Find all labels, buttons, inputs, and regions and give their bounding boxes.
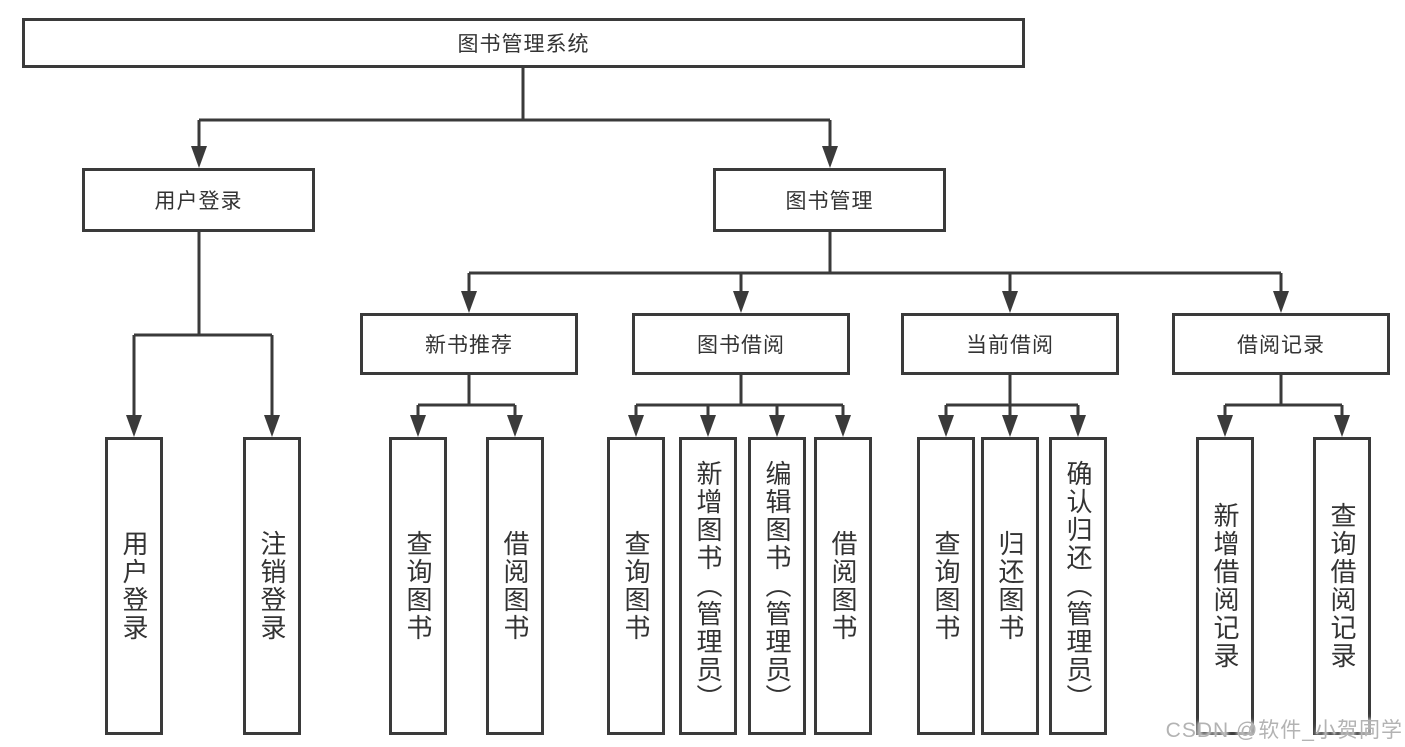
arrowhead-down-icon (410, 415, 426, 437)
arrowhead-down-icon (1217, 415, 1233, 437)
arrowhead-down-icon (1334, 415, 1350, 437)
arrowhead-down-icon (733, 291, 749, 313)
arrowhead-down-icon (1070, 415, 1086, 437)
connector-user-login-branch (132, 232, 274, 415)
watermark: CSDN @软件_小贺同学 (1165, 719, 1403, 742)
box-leaf-borrow-books-borrowing: 借阅图书 (814, 437, 872, 735)
connector-new-book-branch (416, 375, 517, 415)
box-book-borrowing: 图书借阅 (632, 313, 850, 375)
connector-root-to-level2 (197, 68, 832, 146)
box-leaf-add-books-admin: 新增图书（管理员） (679, 437, 737, 735)
connector-borrowing-records-branch (1223, 375, 1344, 415)
connector-book-management-branch (467, 232, 1283, 291)
box-leaf-user-login: 用户登录 (105, 437, 163, 735)
arrowhead-down-icon (461, 291, 477, 313)
arrowhead-down-icon (938, 415, 954, 437)
arrowhead-down-icon (628, 415, 644, 437)
arrowhead-down-icon (700, 415, 716, 437)
box-leaf-query-borrow-record: 查询借阅记录 (1313, 437, 1371, 735)
arrowhead-down-icon (264, 415, 280, 437)
box-leaf-edit-books-admin: 编辑图书（管理员） (748, 437, 806, 735)
box-leaf-query-books-current: 查询图书 (917, 437, 975, 735)
connector-book-borrowing-branch (634, 375, 845, 415)
box-leaf-query-books-recommend: 查询图书 (389, 437, 447, 735)
box-library-management-system: 图书管理系统 (22, 18, 1025, 68)
arrowhead-down-icon (835, 415, 851, 437)
box-new-book-recommend: 新书推荐 (360, 313, 578, 375)
arrowhead-down-icon (126, 415, 142, 437)
box-borrowing-records: 借阅记录 (1172, 313, 1390, 375)
connector-current-borrowing-branch (944, 375, 1080, 415)
box-user-login: 用户登录 (82, 168, 315, 232)
box-leaf-add-borrow-record: 新增借阅记录 (1196, 437, 1254, 735)
arrowhead-down-icon (769, 415, 785, 437)
box-leaf-borrow-books-recommend: 借阅图书 (486, 437, 544, 735)
arrowhead-down-icon (507, 415, 523, 437)
box-book-management: 图书管理 (713, 168, 946, 232)
box-leaf-return-books: 归还图书 (981, 437, 1039, 735)
arrowhead-down-icon (191, 146, 207, 168)
arrowhead-down-icon (1002, 291, 1018, 313)
box-current-borrowing: 当前借阅 (901, 313, 1119, 375)
box-leaf-logout: 注销登录 (243, 437, 301, 735)
arrowhead-down-icon (1002, 415, 1018, 437)
box-leaf-confirm-return-admin: 确认归还（管理员） (1049, 437, 1107, 735)
arrowhead-down-icon (822, 146, 838, 168)
arrowhead-down-icon (1273, 291, 1289, 313)
box-leaf-query-books-borrowing: 查询图书 (607, 437, 665, 735)
